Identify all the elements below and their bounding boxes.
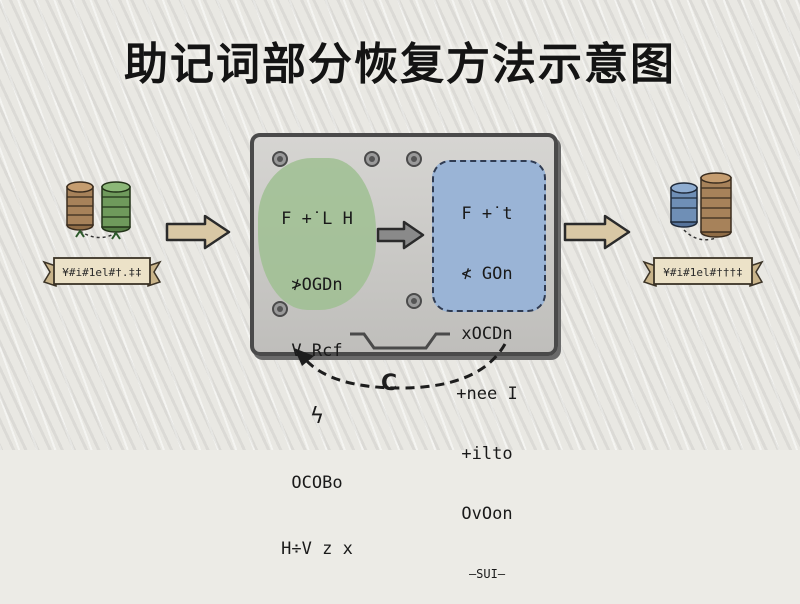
arrow-right-icon	[165, 214, 231, 250]
screw-icon	[272, 301, 288, 317]
right-coin-stacks	[670, 172, 732, 241]
left-coin-stacks	[66, 181, 131, 240]
arrow-right-icon	[376, 220, 425, 250]
green-coin-stack	[101, 181, 131, 233]
recovered-word: ≮ GOn	[461, 264, 513, 284]
screw-icon	[272, 151, 288, 167]
arrow-right-icon	[563, 214, 631, 250]
recovered-word: +nee I	[456, 384, 518, 404]
screw-icon	[364, 151, 380, 167]
loop-arrow-icon	[294, 343, 507, 390]
loop-label: C	[381, 371, 398, 396]
left-banner-text: ¥#i#1el#†.‡‡	[62, 266, 141, 279]
diagram-title: 助记词部分恢复方法示意图	[124, 39, 676, 90]
recovered-word: +ilto	[461, 444, 513, 464]
lightning-icon: ϟ	[310, 404, 324, 429]
right-scroll-banner: ¥#i#1el#†††‡	[642, 257, 764, 288]
known-word: H÷V z x	[281, 539, 353, 559]
screw-icon	[406, 151, 422, 167]
blue-coin-stack	[670, 182, 698, 228]
known-word: ≯OGDn	[291, 275, 343, 295]
left-scroll-banner: ¥#i#1el#†.‡‡	[42, 257, 162, 288]
recovered-word: xOCDn	[461, 324, 513, 344]
recovered-word: —SUI—	[468, 567, 506, 581]
brown-coin-stack	[700, 172, 732, 238]
recovered-word: F +̇ t	[461, 204, 513, 224]
right-banner-text: ¥#i#1el#†††‡	[663, 266, 742, 279]
known-word: OCOBo	[291, 473, 343, 493]
known-words-area	[258, 158, 376, 310]
brown-coin-stack	[66, 181, 94, 231]
recovered-word: OvOon	[461, 504, 513, 524]
screw-icon	[406, 293, 422, 309]
known-word: F +̇ L H	[281, 209, 353, 229]
recovered-words-area	[432, 160, 546, 312]
panel-notch	[350, 332, 450, 350]
